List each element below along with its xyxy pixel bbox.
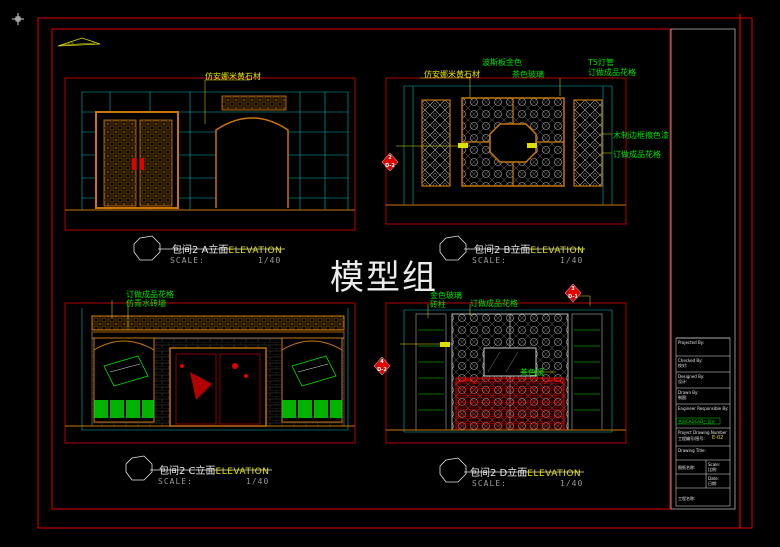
tb-project-number: Project Drawing Number (678, 430, 727, 435)
elevation-b-scale-value: 1/40 (560, 256, 584, 265)
tb-date-cn: 日期: (708, 481, 718, 486)
tb-scale-cn: 比例: (708, 467, 718, 472)
label-b-gold-panel: 波斯板金色 (482, 58, 522, 67)
elevation-d-title-en: ELEVATION (527, 469, 582, 479)
title-block-grid (675, 337, 731, 507)
label-c-brick: 仿青水砖墙 (126, 299, 166, 308)
tb-project-number-cn: 工程编号/图号: (678, 436, 705, 441)
tb-drawn-by: Drawn By: (678, 390, 699, 395)
elevation-title-symbols (125, 235, 585, 483)
tb-project-number-value: E-02 (712, 435, 724, 441)
tb-checked-by: Checked By: (678, 358, 703, 363)
tb-engineer-value: 合同CADCAD三设计 (678, 419, 716, 424)
elevation-c-title: 包间2 C立面ELEVATION (159, 459, 269, 478)
elevation-d-scale-label: SCALE: (472, 479, 507, 488)
svg-text:~~: ~~ (66, 41, 74, 47)
label-c-lattice: 订做成品花格 (126, 290, 174, 299)
elevation-a-scale-label: SCALE: (170, 256, 205, 265)
cad-crosshair-cursor (12, 13, 24, 25)
elevation-b-title-en: ELEVATION (530, 246, 585, 256)
tag-b-bottom: D-2 (385, 163, 395, 169)
label-b-stone: 仿安娜米黄石材 (424, 70, 480, 79)
elevation-a-scale-value: 1/40 (258, 256, 282, 265)
label-d-lattice: 订做成品花格 (470, 299, 518, 308)
elevation-c (64, 300, 356, 444)
tag-d1-bottom: D-1 (568, 294, 578, 300)
label-b-t5-tube: T5灯管 (588, 58, 614, 67)
tag-b-top: 2 (388, 155, 392, 161)
elevation-a-title-cn: 包间2 A立面 (172, 245, 229, 256)
elevation-b-title: 包间2 B立面ELEVATION (474, 238, 584, 257)
label-b-lattice-top: 订做成品花格 (588, 68, 636, 77)
tb-projected-by: Projected By: (678, 340, 705, 345)
tb-designed-by: Designed By: (678, 374, 705, 379)
elevation-b-scale-label: SCALE: (472, 256, 507, 265)
elevation-b-title-cn: 包间2 B立面 (474, 245, 531, 256)
tb-designed-by-cn: 设计: (678, 379, 688, 384)
label-d-tea-mirror: 茶色镜 (520, 368, 544, 377)
elevation-c-scale-label: SCALE: (158, 477, 193, 486)
elevation-a-title-en: ELEVATION (228, 246, 283, 256)
tag-d2-top: 4 (380, 359, 384, 365)
watermark-text: 模型组 (330, 258, 438, 298)
label-b-lattice-side: 订做成品花格 (613, 150, 661, 159)
tb-engineer: Engineer Responsible By: (678, 406, 729, 411)
label-a-stone: 仿安娜米黄石材 (205, 72, 261, 81)
elevation-a-title: 包间2 A立面ELEVATION (172, 238, 282, 257)
elevation-c-title-cn: 包间2 C立面 (159, 466, 216, 477)
tb-drawing-title-cn: 图纸名称: (678, 465, 696, 470)
tb-project-name-cn: 工程名称: (678, 496, 696, 501)
sheet-border (37, 14, 753, 529)
tb-date: Date: (708, 476, 719, 481)
section-marker-b (381, 152, 399, 172)
tb-scale: Scale: (708, 462, 721, 467)
tb-checked-by-cn: 校对: (678, 363, 688, 368)
elevation-c-scale-value: 1/40 (246, 477, 270, 486)
elevation-c-title-en: ELEVATION (215, 467, 270, 477)
elevation-d-title: 包间2 D立面ELEVATION (470, 461, 581, 480)
tb-drawn-by-cn: 制图: (678, 395, 688, 400)
label-d-brick-pillar: 砖柱 (430, 300, 446, 309)
elevation-b (381, 77, 627, 225)
label-b-wood-frame: 木制边框擦色漆 (613, 131, 669, 140)
tag-d2-bottom: D-2 (377, 367, 387, 373)
elevation-a (64, 77, 356, 231)
elevation-d (373, 283, 627, 444)
label-d-gold-glass: 金色玻璃 (430, 291, 462, 300)
tag-d1-top: 3 (571, 286, 575, 292)
elevation-d-scale-value: 1/40 (560, 479, 584, 488)
elevation-d-title-cn: 包间2 D立面 (470, 468, 528, 479)
label-b-tea-glass: 茶色玻璃 (512, 70, 544, 79)
north-arrow-logo: ~~ (57, 37, 101, 47)
tb-drawing-title: Drawing Title: (678, 448, 706, 453)
